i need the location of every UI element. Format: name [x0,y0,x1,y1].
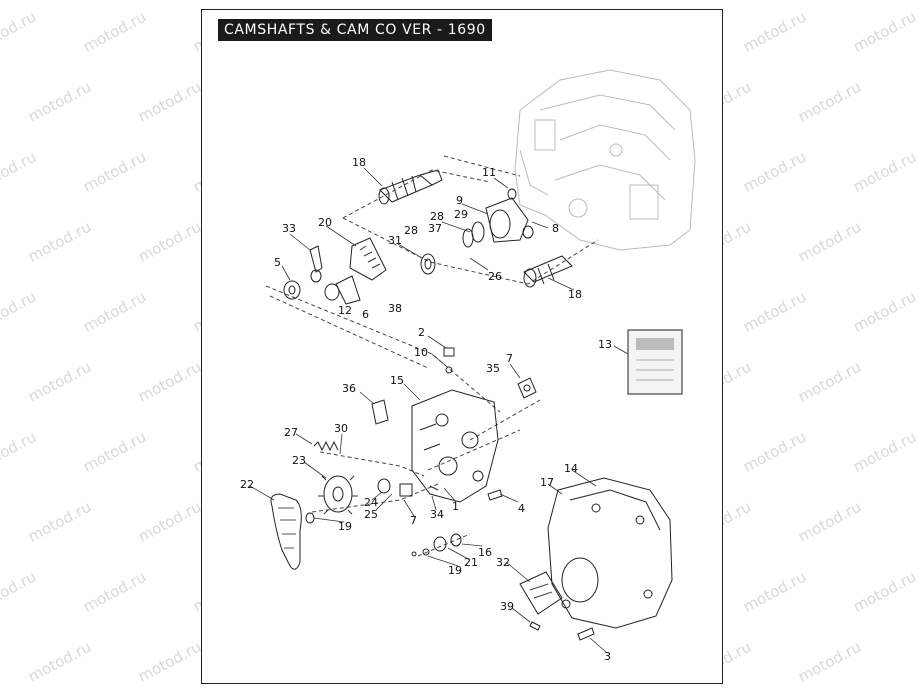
callout-p27: 27 [284,426,298,439]
callout-p20: 20 [318,216,332,229]
callout-p3: 3 [604,650,611,663]
callout-p17: 17 [540,476,554,489]
callout-p1: 1 [452,500,459,513]
callout-p24: 24 [364,496,378,509]
bearing-31 [420,253,436,275]
oil-pump-body [411,389,499,503]
spring-27 [313,440,339,452]
callout-p32: 32 [496,556,510,569]
callout-p23: 23 [292,454,306,467]
gasket-kit [627,329,683,395]
callout-p38: 38 [388,302,402,315]
screw-3 [577,627,595,641]
callout-p28b: 28 [404,224,418,237]
pin-33 [309,245,323,273]
crankcase-drawing [514,69,696,251]
callout-p18b: 18 [568,288,582,301]
callout-p19a: 19 [338,520,352,533]
washer-5 [283,280,301,300]
part-callouts: 18 11 9 28 29 20 28 37 8 33 31 5 26 18 1… [240,156,612,663]
callout-p15: 15 [390,374,404,387]
callout-p16: 16 [478,546,492,559]
screw-39 [529,621,541,631]
callout-p36: 36 [342,382,356,395]
callout-p37: 37 [428,222,442,235]
callout-p22: 22 [240,478,254,491]
callout-p9: 9 [456,194,463,207]
callout-p7b: 7 [410,514,417,527]
callout-p11: 11 [482,166,496,179]
callout-p35: 35 [486,362,500,375]
callout-p31: 31 [388,234,402,247]
fitting-25 [399,483,413,497]
tensioner-35 [517,377,537,399]
callout-p14: 14 [564,462,578,475]
callout-p33: 33 [282,222,296,235]
plug-2 [443,347,455,357]
drive-gear [349,237,387,281]
callout-p34: 34 [430,508,444,521]
bracket-36 [371,399,389,425]
callout-p29: 29 [454,208,468,221]
callout-p6: 6 [362,308,369,321]
callout-p21: 21 [464,556,478,569]
callout-p28a: 28 [430,210,444,223]
cover-plate [519,571,563,615]
page-title: CAMSHAFTS & CAM CO VER - 1690 [218,19,492,41]
cam-cover [547,477,673,629]
callout-p25: 25 [364,508,378,521]
callout-p13: 13 [598,338,612,351]
cam-gear [318,475,358,515]
callout-p12: 12 [338,304,352,317]
camshaft-lower [523,255,573,288]
callout-p7a: 7 [506,352,513,365]
seal-24 [377,478,391,494]
callout-p26: 26 [488,270,502,283]
bearing-group [462,188,534,248]
callout-p18a: 18 [352,156,366,169]
callout-p19b: 19 [448,564,462,577]
camshaft-upper [378,169,443,205]
cam-chain [270,493,302,570]
callout-p8: 8 [552,222,559,235]
callout-p10: 10 [414,346,428,359]
callout-p30: 30 [334,422,348,435]
callout-p2: 2 [418,326,425,339]
callout-p5: 5 [274,256,281,269]
callout-p4: 4 [518,502,525,515]
callout-p39: 39 [500,600,514,613]
